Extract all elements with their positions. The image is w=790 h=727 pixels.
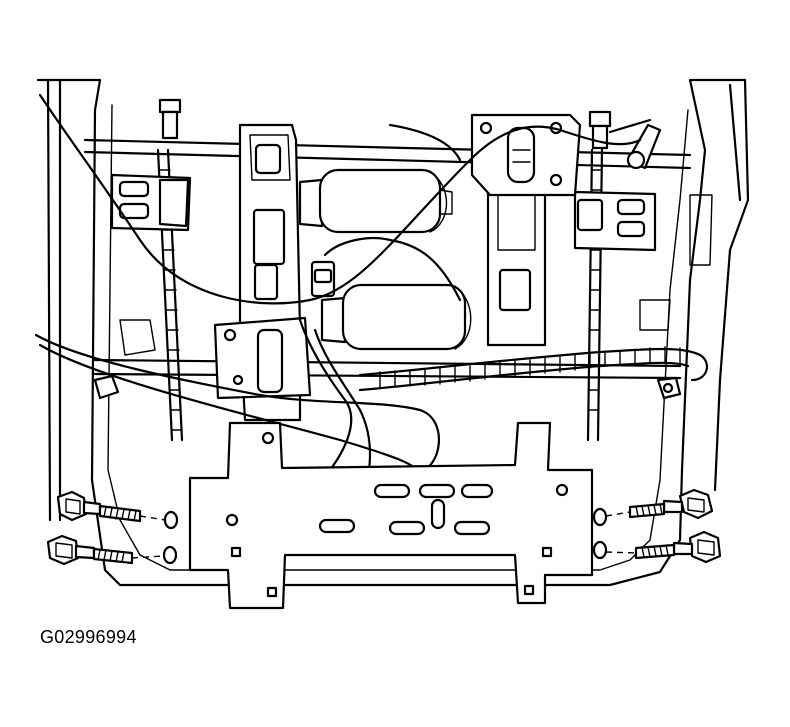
upper-seat-motor [298,168,453,234]
wire-connector-upper [310,260,336,298]
base-slot [318,518,356,534]
bolt-right-lower [634,530,722,564]
right-link-lever [608,118,662,170]
wiring-harness-corrugated [358,346,709,392]
lower-cross-rod [93,358,682,380]
figure-id-label: G02996994 [40,627,137,647]
bolt-left-holes [131,510,179,565]
base-slot [430,498,446,530]
lower-base-plate [188,421,594,610]
base-slot [460,483,494,499]
right-rod-nut [656,376,682,400]
base-slot [418,483,456,499]
cable-upper-loop [323,123,462,302]
right-vertical-channel [486,178,547,347]
upper-cross-rod [83,138,692,170]
right-side-bracket [573,190,657,252]
bolt-right-upper [628,488,714,520]
base-slot [373,483,411,499]
cable-left-loop [34,93,642,477]
base-slot [453,520,491,536]
left-threaded-adjuster [156,98,184,442]
right-threaded-adjuster [586,110,612,442]
left-side-bracket [110,173,192,232]
bolt-left-upper [56,490,142,523]
bolt-left-lower [46,534,134,566]
base-slot [388,520,426,536]
bolt-right-holes [592,507,637,560]
center-mount-bracket [213,316,312,400]
lower-seat-motor [320,283,472,351]
left-rod-nut [93,374,120,400]
